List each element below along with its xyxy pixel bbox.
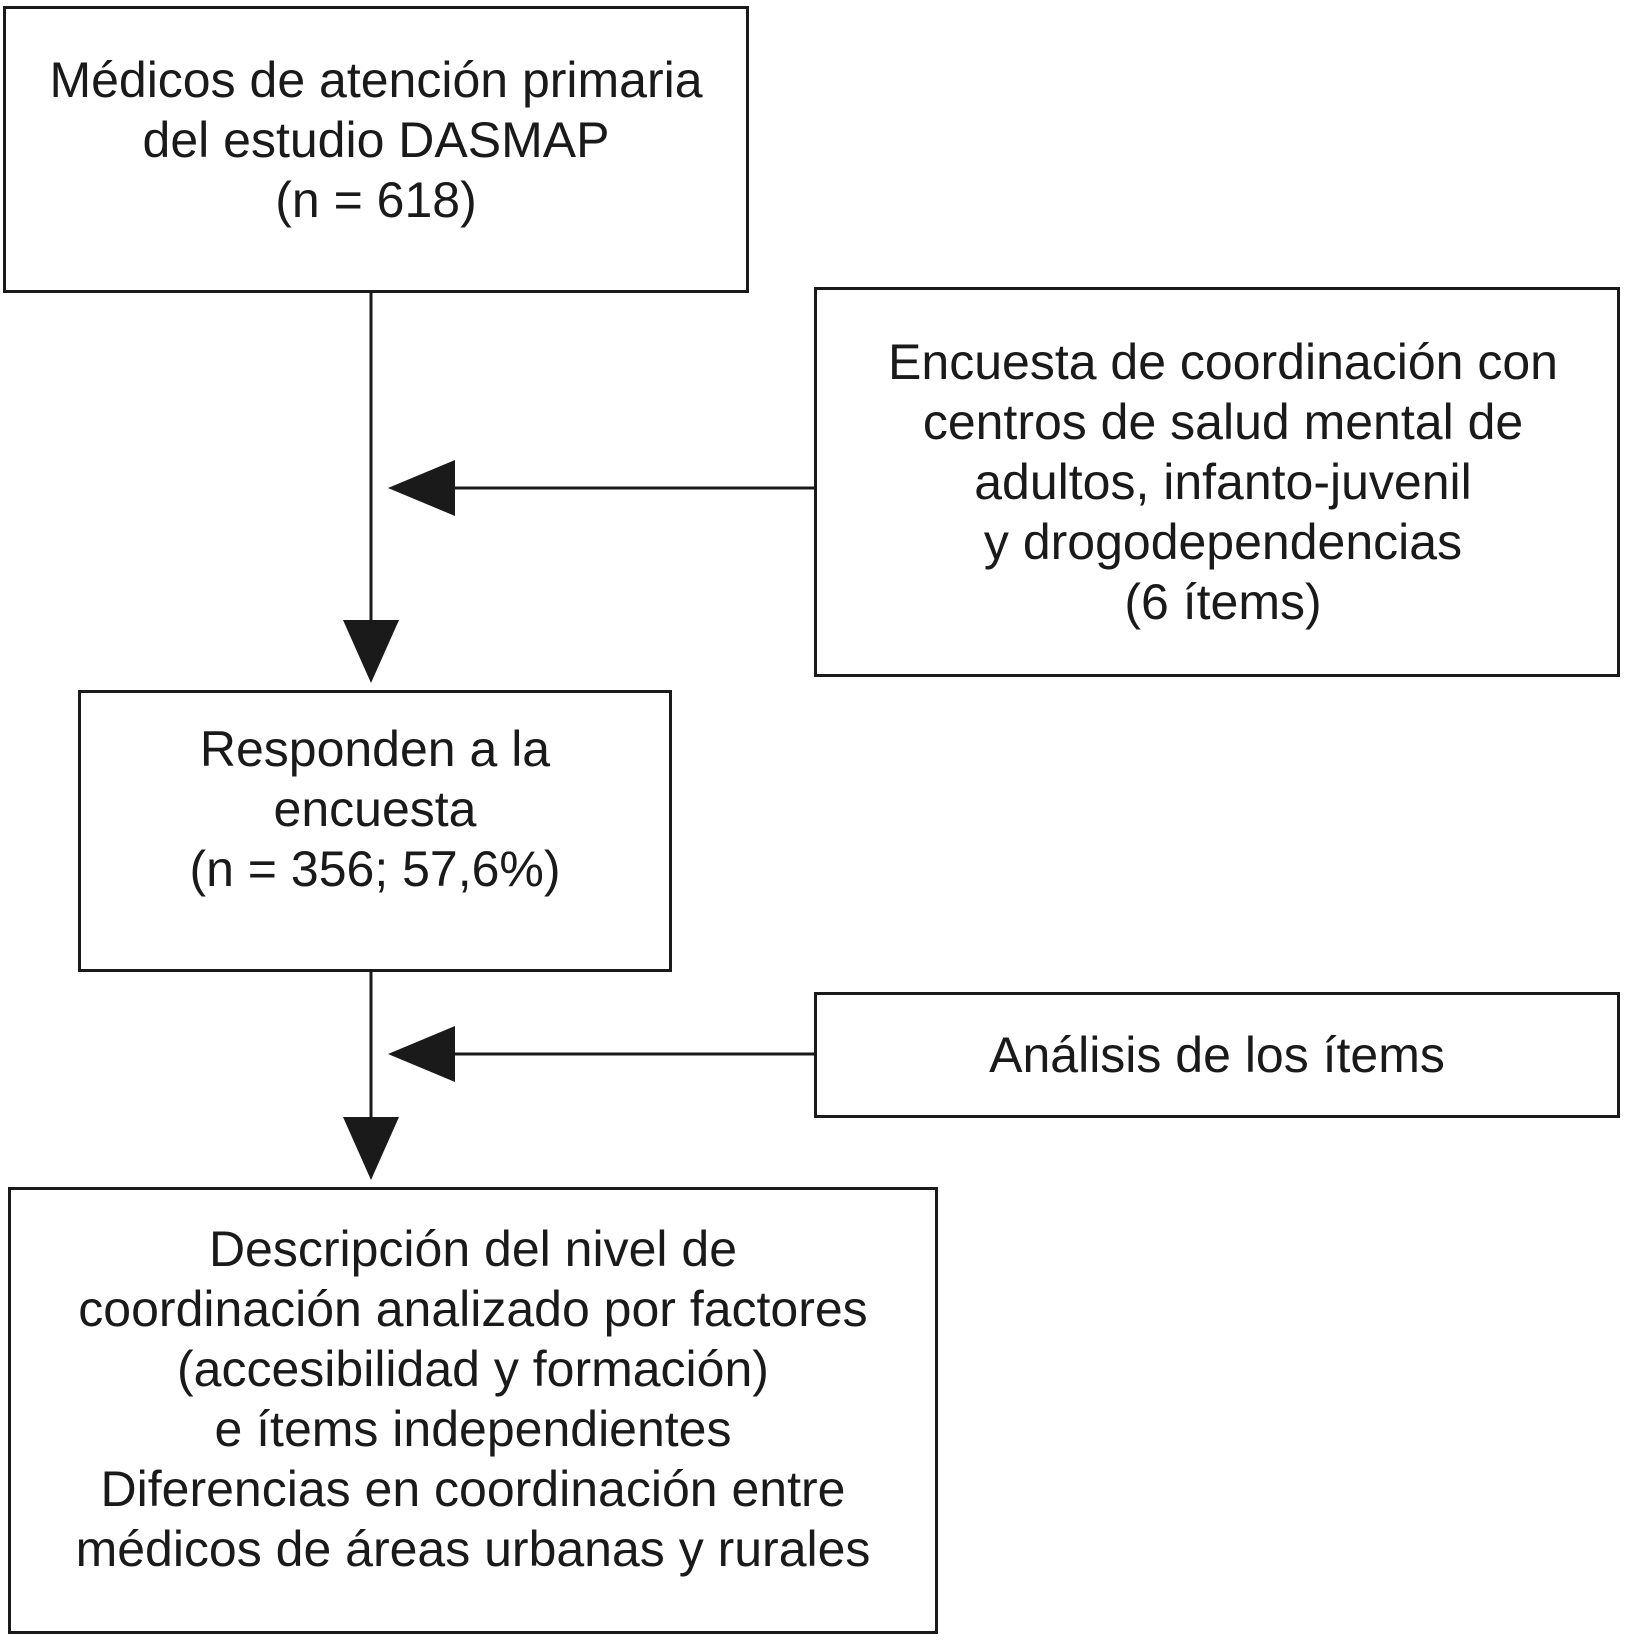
box-line: del estudio DASMAP xyxy=(142,111,610,168)
box-line: encuesta xyxy=(273,781,477,837)
box-line: coordinación analizado por factores xyxy=(78,1280,868,1337)
box-line: adultos, infanto-juvenil xyxy=(974,454,1472,510)
arrowhead-down-descripcion xyxy=(343,1117,399,1180)
box-line: Médicos de atención primaria xyxy=(49,51,703,108)
box-line: (n = 618) xyxy=(275,171,477,228)
box-responden-encuesta: Responden a la encuesta (n = 356; 57,6%) xyxy=(78,690,672,972)
box-line: médicos de áreas urbanas y rurales xyxy=(75,1520,871,1577)
arrowhead-left-analisis xyxy=(388,1026,455,1082)
box-medicos-atencion-primaria: Médicos de atención primaria del estudio… xyxy=(3,6,749,293)
box-line: centros de salud mental de xyxy=(922,394,1524,450)
box-encuesta-text: Encuesta de coordinación con centros de … xyxy=(888,332,1558,632)
box-responden-text: Responden a la encuesta (n = 356; 57,6%) xyxy=(189,719,560,899)
box-line: (accesibilidad y formación) xyxy=(177,1340,769,1397)
box-descripcion-coordinacion: Descripción del nivel de coordinación an… xyxy=(8,1187,938,1634)
arrowhead-down-responden xyxy=(343,620,399,683)
box-encuesta-coordinacion: Encuesta de coordinación con centros de … xyxy=(814,287,1620,677)
box-medicos-text: Médicos de atención primaria del estudio… xyxy=(49,50,702,230)
box-line: y drogodependencias xyxy=(983,514,1463,570)
box-line: (n = 356; 57,6%) xyxy=(189,841,561,897)
box-line: Responden a la xyxy=(199,721,551,777)
box-analisis-text: Análisis de los ítems xyxy=(989,1025,1445,1085)
box-line: Diferencias en coordinación entre xyxy=(100,1460,846,1517)
arrowhead-left-encuesta xyxy=(388,460,455,516)
box-line: Descripción del nivel de xyxy=(208,1220,738,1277)
box-line: Encuesta de coordinación con xyxy=(888,334,1558,390)
box-analisis-items: Análisis de los ítems xyxy=(814,992,1620,1118)
box-descripcion-text: Descripción del nivel de coordinación an… xyxy=(76,1219,871,1579)
box-line: (6 ítems) xyxy=(1124,574,1322,630)
box-line: Análisis de los ítems xyxy=(989,1027,1445,1083)
box-line: e ítems independientes xyxy=(214,1400,732,1457)
